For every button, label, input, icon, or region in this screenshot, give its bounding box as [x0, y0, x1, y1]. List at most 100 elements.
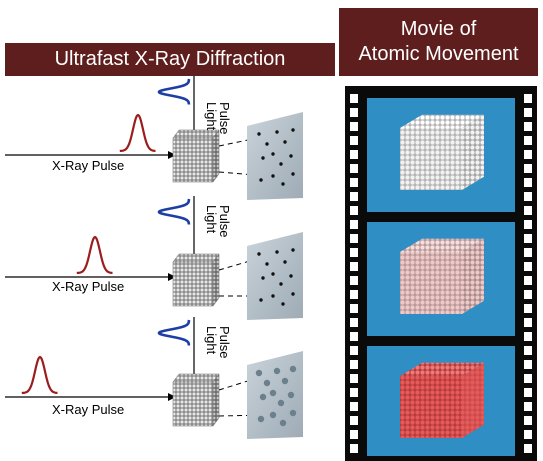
sprocket-hole-right [524, 122, 532, 131]
sprocket-hole-right [524, 444, 532, 453]
sprocket-hole-left [350, 318, 358, 327]
movie-title-banner: Movie of Atomic Movement [339, 8, 538, 76]
diffraction-spot [265, 262, 269, 266]
diffraction-spot [283, 260, 287, 264]
sprocket-hole-right [524, 206, 532, 215]
diffraction-spot [289, 154, 293, 158]
sprocket-hole-left [350, 248, 358, 257]
diffraction-spot [275, 250, 279, 254]
diffraction-spot [289, 365, 297, 373]
crystal-top [172, 373, 220, 383]
sprocket-hole-right [524, 150, 532, 159]
diffraction-title-banner: Ultrafast X-Ray Diffraction [5, 43, 335, 76]
movie-title-line2: Atomic Movement [358, 43, 519, 65]
movie-frame-3 [367, 346, 515, 456]
sprocket-hole-left [350, 262, 358, 271]
xray-pulse-waveform [76, 235, 113, 275]
xray-pulse-label-2: X-Ray Pulse [52, 279, 124, 294]
frame-crystal-top [400, 238, 484, 252]
sprocket-hole-left [350, 234, 358, 243]
light-pulse-label-1a: Light [204, 102, 219, 131]
sprocket-hole-right [524, 248, 532, 257]
diffraction-spot [281, 302, 285, 306]
sprocket-hole-left [350, 374, 358, 383]
diffraction-spot [291, 248, 295, 252]
sprocket-hole-left [350, 164, 358, 173]
diffraction-spot [269, 389, 277, 397]
diffraction-spot [291, 172, 295, 176]
diffraction-spot [259, 178, 263, 182]
diffraction-spot [279, 419, 287, 427]
sprocket-hole-left [350, 290, 358, 299]
diffraction-spot [263, 379, 271, 387]
sprocket-hole-right [524, 332, 532, 341]
diffraction-spot [287, 391, 295, 399]
diffraction-row-1 [5, 76, 303, 200]
xray-arrowhead [168, 393, 176, 401]
light-pulse-waveform [157, 198, 191, 225]
sprocket-hole-right [524, 276, 532, 285]
sprocket-hole-right [524, 220, 532, 229]
diffraction-spot [281, 182, 285, 186]
sprocket-hole-right [524, 136, 532, 145]
diffraction-spot [271, 272, 275, 276]
diffraction-row-2 [5, 196, 303, 320]
sprocket-hole-right [524, 262, 532, 271]
crystal-side [212, 253, 220, 307]
sprocket-hole-left [350, 444, 358, 453]
diffraction-spot [291, 128, 295, 132]
crystal-side [212, 373, 220, 427]
frame-crystal-top [400, 114, 484, 128]
diffraction-spot [257, 252, 261, 256]
light-pulse-waveform [157, 78, 191, 105]
frame-crystal-front [400, 252, 462, 314]
light-pulse-label-3b: Pulse [217, 326, 232, 359]
crystal-top [172, 129, 220, 139]
diffraction-spot [257, 415, 265, 423]
diffraction-spot [261, 276, 265, 280]
diffraction-spot [265, 142, 269, 146]
sprocket-hole-right [524, 360, 532, 369]
light-pulse-label-3a: Light [204, 326, 219, 355]
sprocket-hole-right [524, 164, 532, 173]
light-pulse-label-1b: Pulse [217, 102, 232, 135]
sprocket-hole-right [524, 388, 532, 397]
xray-pulse-label-3: X-Ray Pulse [52, 402, 124, 417]
xray-pulse-label-1: X-Ray Pulse [52, 158, 124, 173]
sprocket-hole-right [524, 416, 532, 425]
diffraction-spot [255, 369, 263, 377]
light-pulse-label-2b: Pulse [217, 205, 232, 238]
crystal-side [212, 129, 220, 183]
xray-arrowhead [168, 273, 176, 281]
diffraction-spot [273, 367, 281, 375]
sprocket-hole-left [350, 360, 358, 369]
frame-crystal-side [462, 362, 484, 438]
diffraction-spot [289, 409, 297, 417]
sprocket-hole-right [524, 94, 532, 103]
xray-arrowhead [168, 151, 176, 159]
sprocket-hole-left [350, 206, 358, 215]
sprocket-hole-left [350, 332, 358, 341]
crystal-front [172, 137, 214, 183]
crystal-top [172, 253, 220, 263]
frame-crystal-side [462, 114, 484, 190]
sprocket-hole-right [524, 346, 532, 355]
sprocket-hole-right [524, 178, 532, 187]
sprocket-hole-left [350, 416, 358, 425]
diffraction-spot [277, 399, 285, 407]
diffraction-spot [279, 282, 283, 286]
sprocket-hole-left [350, 108, 358, 117]
diffraction-spot [289, 274, 293, 278]
sprocket-hole-left [350, 304, 358, 313]
sprocket-hole-right [524, 108, 532, 117]
diffraction-spot [257, 132, 261, 136]
sprocket-hole-left [350, 136, 358, 145]
diffraction-spot [281, 377, 289, 385]
sprocket-hole-right [524, 290, 532, 299]
diffraction-spot [271, 174, 275, 178]
sprocket-hole-right [524, 234, 532, 243]
light-pulse-label-2a: Light [204, 205, 219, 234]
movie-frame-2 [367, 222, 515, 336]
sprocket-hole-right [524, 402, 532, 411]
